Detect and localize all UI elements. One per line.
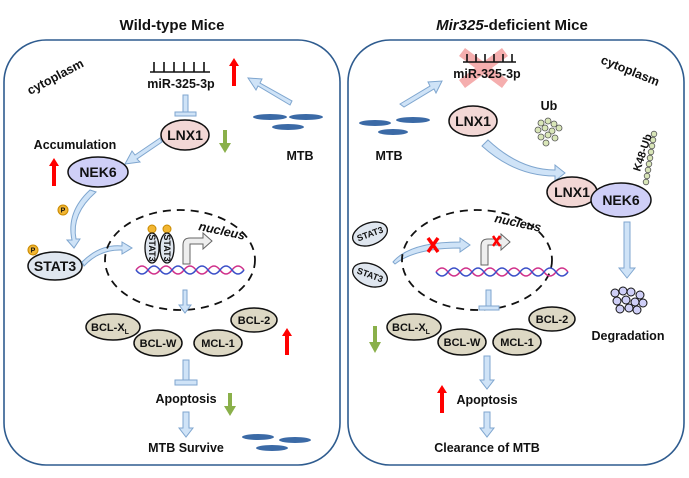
left-mirna-inhibits-lnx1-icon [174, 94, 197, 117]
left-nek6-up-arrow-icon [49, 158, 59, 186]
left-bclxl-node [85, 313, 141, 341]
left-phospho-label: P [61, 208, 66, 215]
right-panel-title: Mir325-deficient Mice [436, 17, 588, 34]
left-cell-membrane [3, 39, 341, 466]
dimer-phospho-icon [162, 224, 172, 234]
right-apoptosis-label: Apoptosis [456, 393, 517, 407]
left-apoptosis-to-outcome-arrow-icon [177, 411, 195, 438]
dimer-phospho-icon [147, 224, 157, 234]
right-nucleus [401, 209, 553, 311]
right-mtb-to-mirna-arrow-icon [399, 80, 443, 108]
right-proteasome-degradation-icon [610, 286, 648, 315]
left-stat3-phospho-label: P [31, 248, 36, 255]
right-bclxl-label: BCL-XL [392, 322, 431, 336]
left-stat3-label: STAT3 [34, 258, 76, 274]
left-mcl1-label: MCL-1 [201, 338, 235, 350]
left-bclw-node [133, 329, 183, 357]
right-nucleus-label: nucleus [493, 211, 542, 235]
left-bcl2-label: BCL-2 [238, 315, 270, 327]
right-mtb-label: MTB [375, 149, 402, 163]
right-cell-membrane [347, 39, 685, 466]
right-mcl1-node [492, 328, 542, 356]
right-complex-nek6-label: NEK6 [602, 192, 640, 208]
left-stat3-dimer: STAT3 STAT3 [144, 224, 175, 264]
left-transcription-arrow-icon [182, 231, 213, 265]
left-dna-helix-icon [135, 265, 245, 275]
left-lnx1-down-arrow-icon [219, 130, 231, 153]
left-mtb-label: MTB [286, 149, 313, 163]
right-bcl-down-arrow-icon [369, 326, 381, 353]
right-ub-label: Ub [541, 99, 558, 113]
right-mirna-knockout-cross-icon [459, 47, 508, 89]
right-k48-ub-chain-icon [642, 130, 658, 186]
left-outcome-label: MTB Survive [148, 441, 224, 455]
left-phospho-icon [57, 204, 69, 216]
left-apoptosis-label: Apoptosis [155, 392, 216, 406]
left-stat3-phospho-icon [27, 244, 39, 256]
right-lnx1-binds-nek6-arrow-icon [481, 139, 566, 183]
left-nucleus [104, 209, 256, 311]
left-nek6-phosphorylates-stat3-arrow-icon [65, 189, 97, 249]
right-mirna-label: miR-325-3p [453, 67, 521, 81]
left-bcl2-node [230, 307, 278, 333]
right-complex-nek6-node [590, 182, 652, 218]
dimer-stat3-label: STAT3 [162, 234, 172, 261]
right-transcription-arrow-icon [480, 232, 511, 266]
right-apoptosis-to-outcome-arrow-icon [478, 411, 496, 438]
right-complex-to-degradation-arrow-icon [617, 221, 637, 279]
right-dna-helix-icon [435, 267, 569, 277]
right-lnx1-node [448, 105, 498, 137]
left-nucleus-to-bcl-arrow-icon [178, 289, 192, 314]
right-stat3-node [352, 262, 388, 288]
right-blocked-translocation-arrow-icon [392, 237, 471, 265]
left-lnx1-node [160, 119, 210, 151]
left-bcl-inhibits-apoptosis-icon [174, 359, 198, 386]
left-mtb-bacteria-icon [253, 114, 323, 130]
right-degradation-label: Degradation [592, 329, 665, 343]
right-bcl-to-apoptosis-arrow-icon [478, 355, 496, 390]
left-bclw-label: BCL-W [140, 338, 177, 350]
left-nek6-note: Accumulation [34, 138, 117, 152]
right-cytoplasm-label: cytoplasm [599, 53, 662, 89]
left-mtb-survive-bacteria-icon [242, 434, 311, 451]
left-mirna-hairpin-icon [150, 62, 210, 73]
right-complex-lnx1-label: LNX1 [554, 184, 590, 200]
right-panel: Mir325-deficient Mice cytoplasm miR-325-… [347, 17, 685, 466]
right-transcription-block-cross-icon [491, 235, 502, 247]
dimer-stat3-label: STAT3 [147, 234, 157, 261]
left-lnx1-label: LNX1 [167, 127, 203, 143]
right-lnx1-label: LNX1 [455, 113, 491, 129]
right-translocation-block-cross-icon [426, 236, 440, 254]
right-mcl1-label: MCL-1 [500, 337, 534, 349]
left-nek6-node [67, 156, 129, 188]
right-outcome-label: Clearance of MTB [434, 441, 540, 455]
left-cytoplasm-label: cytoplasm [25, 56, 86, 97]
right-mtb-bacteria-icon [359, 117, 430, 135]
left-mtb-to-mirna-arrow-icon [247, 77, 293, 106]
right-apoptosis-up-arrow-icon [437, 385, 447, 413]
left-lnx1-to-nek6-arrow-icon [124, 137, 163, 165]
left-stat3-translocation-arrow-icon [81, 241, 133, 267]
right-mirna-hairpin-icon [463, 54, 516, 63]
right-bclw-label: BCL-W [444, 337, 481, 349]
left-bcl-up-arrow-icon [282, 328, 292, 355]
left-panel-title: Wild-type Mice [120, 17, 225, 34]
left-mcl1-node [193, 329, 243, 357]
left-panel: Wild-type Mice cytoplasm miR-325-3p MTB … [3, 17, 341, 466]
left-bclxl-label: BCL-XL [91, 322, 130, 336]
right-bclw-node [437, 328, 487, 356]
left-mirna-up-arrow-icon [229, 58, 239, 86]
left-mirna-label: miR-325-3p [147, 77, 215, 91]
left-nek6-label: NEK6 [79, 164, 117, 180]
right-ubiquitin-cluster-icon [534, 117, 563, 147]
left-apoptosis-down-arrow-icon [224, 393, 236, 416]
right-bclxl-node [386, 313, 442, 341]
right-bcl2-node [528, 306, 576, 332]
left-stat3-node [27, 251, 83, 281]
right-nucleus-inhibits-bcl-icon [478, 289, 500, 311]
right-stat3-node [352, 221, 388, 247]
right-bcl2-label: BCL-2 [536, 314, 568, 326]
